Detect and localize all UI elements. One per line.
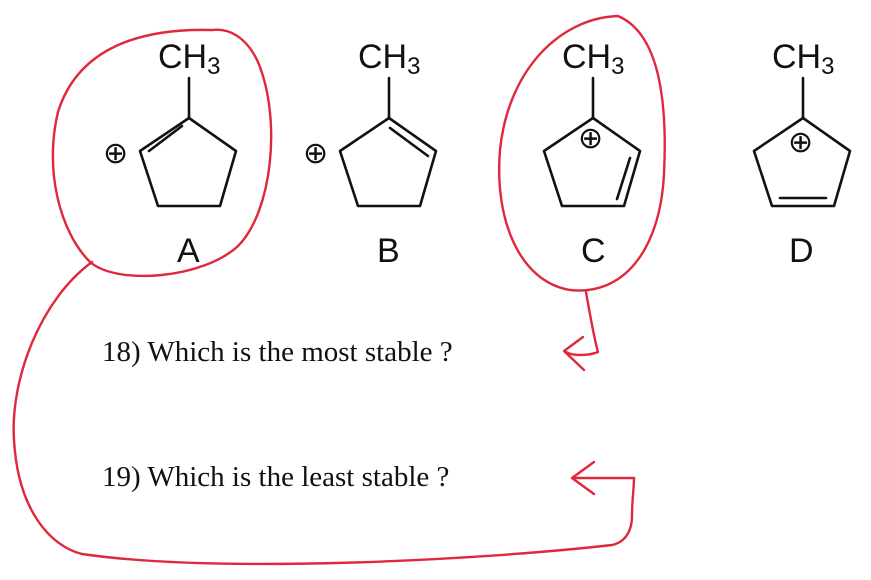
ch3-label-d: CH3	[772, 38, 835, 80]
structure-label-d: D	[789, 232, 814, 270]
positive-charge-b: ⊕	[303, 137, 329, 170]
circle-around-c	[498, 14, 666, 292]
question-18: 18) Which is the most stable ?	[102, 336, 453, 368]
arrowhead-q19	[570, 460, 596, 496]
red-annotations	[12, 14, 666, 566]
question-19: 19) Which is the least stable ?	[102, 461, 450, 493]
structure-b-bonds	[338, 76, 438, 208]
ch3-label-b: CH3	[358, 38, 421, 80]
positive-charge-d: ⊕	[788, 126, 814, 159]
positive-charge-c: ⊕	[578, 122, 604, 155]
positive-charge-a: ⊕	[103, 137, 129, 170]
structure-c-bonds	[542, 76, 642, 208]
structure-label-a: A	[177, 232, 200, 270]
structure-label-b: B	[377, 232, 400, 270]
ch3-label-c: CH3	[562, 38, 625, 80]
structure-d-bonds	[752, 76, 852, 208]
structure-label-c: C	[581, 232, 606, 270]
structure-a-bonds	[138, 76, 238, 208]
arrowhead-q18	[562, 335, 586, 372]
circle-around-a	[51, 28, 273, 278]
ch3-label-a: CH3	[158, 38, 221, 80]
arrow-c-to-q18	[564, 290, 600, 357]
loop-a-to-q19	[12, 260, 636, 566]
